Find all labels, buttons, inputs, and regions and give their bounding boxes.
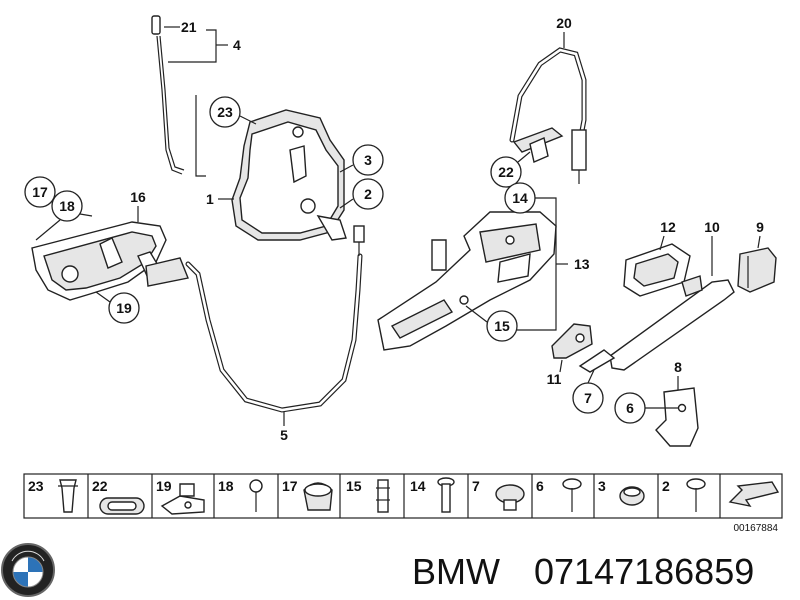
strip-label-6: 6 [536,478,544,494]
strip-glyph-22 [99,497,145,515]
callout-circle-23 [209,96,241,128]
callout-circle-18 [51,190,83,222]
strip-glyph-14 [437,477,455,513]
callout-circle-2 [352,178,384,210]
callout-5: 5 [280,427,288,443]
callout-7: 7 [584,390,592,406]
outer-handle-part [609,275,735,371]
strip-label-19: 19 [156,478,172,494]
strip-arrow-icon [728,481,780,508]
callout-23: 23 [217,104,233,120]
callout-4: 4 [233,37,241,53]
callout-circle-3 [352,144,384,176]
part-number: 07147186859 [534,551,754,592]
strip-glyph-17 [303,482,333,511]
callout-20: 20 [556,15,572,31]
strip-glyph-18 [249,479,263,512]
plug-part [578,349,616,373]
brand-name: BMW [412,551,500,592]
strip-label-23: 23 [28,478,44,494]
callout-3: 3 [364,152,372,168]
mount-bracket-part [655,387,699,447]
bowden-cable-part [509,47,587,184]
callout-16: 16 [130,189,146,205]
inner-handle-part [31,221,167,301]
parts-strip: 23 22 19 18 17 15 14 7 6 3 2 [23,473,783,519]
strip-label-22: 22 [92,478,108,494]
callout-19: 19 [116,300,132,316]
callout-8: 8 [674,359,682,375]
callout-circle-22 [490,156,522,188]
strip-label-7: 7 [472,478,480,494]
callout-18: 18 [59,198,75,214]
carrier-bracket-part [377,211,557,351]
callout-11: 11 [547,371,562,387]
cable-part [145,225,365,413]
callout-6: 6 [626,400,634,416]
strip-label-18: 18 [218,478,234,494]
rod-part [151,15,228,175]
callout-22: 22 [498,164,514,180]
strip-label-2: 2 [662,478,670,494]
cap-part [737,247,777,293]
strip-glyph-19 [160,483,205,515]
cover-part [551,323,593,359]
lock-housing-part [195,95,347,241]
strip-glyph-7 [495,484,525,511]
callout-13: 13 [574,256,590,272]
callout-circle-17 [24,176,56,208]
bmw-logo-icon [1,543,55,597]
callout-2: 2 [364,186,372,202]
strip-glyph-6 [562,478,582,512]
diagram-code: 00167884 [734,523,779,534]
callout-10: 10 [704,219,720,235]
callout-17: 17 [32,184,48,200]
callout-21: 21 [181,19,197,35]
strip-glyph-3 [619,486,645,506]
callout-circle-15 [486,310,518,342]
strip-label-3: 3 [598,478,606,494]
strip-label-15: 15 [346,478,362,494]
callout-14: 14 [512,190,528,206]
strip-glyph-2 [686,478,706,512]
strip-label-17: 17 [282,478,298,494]
callout-15: 15 [494,318,510,334]
callout-1: 1 [206,191,214,207]
strip-label-14: 14 [410,478,426,494]
strip-glyph-23 [58,479,78,513]
strip-glyph-15 [376,479,390,513]
callout-9: 9 [756,219,764,235]
callout-circle-19 [108,292,140,324]
gasket-part [623,243,691,297]
callout-12: 12 [660,219,676,235]
